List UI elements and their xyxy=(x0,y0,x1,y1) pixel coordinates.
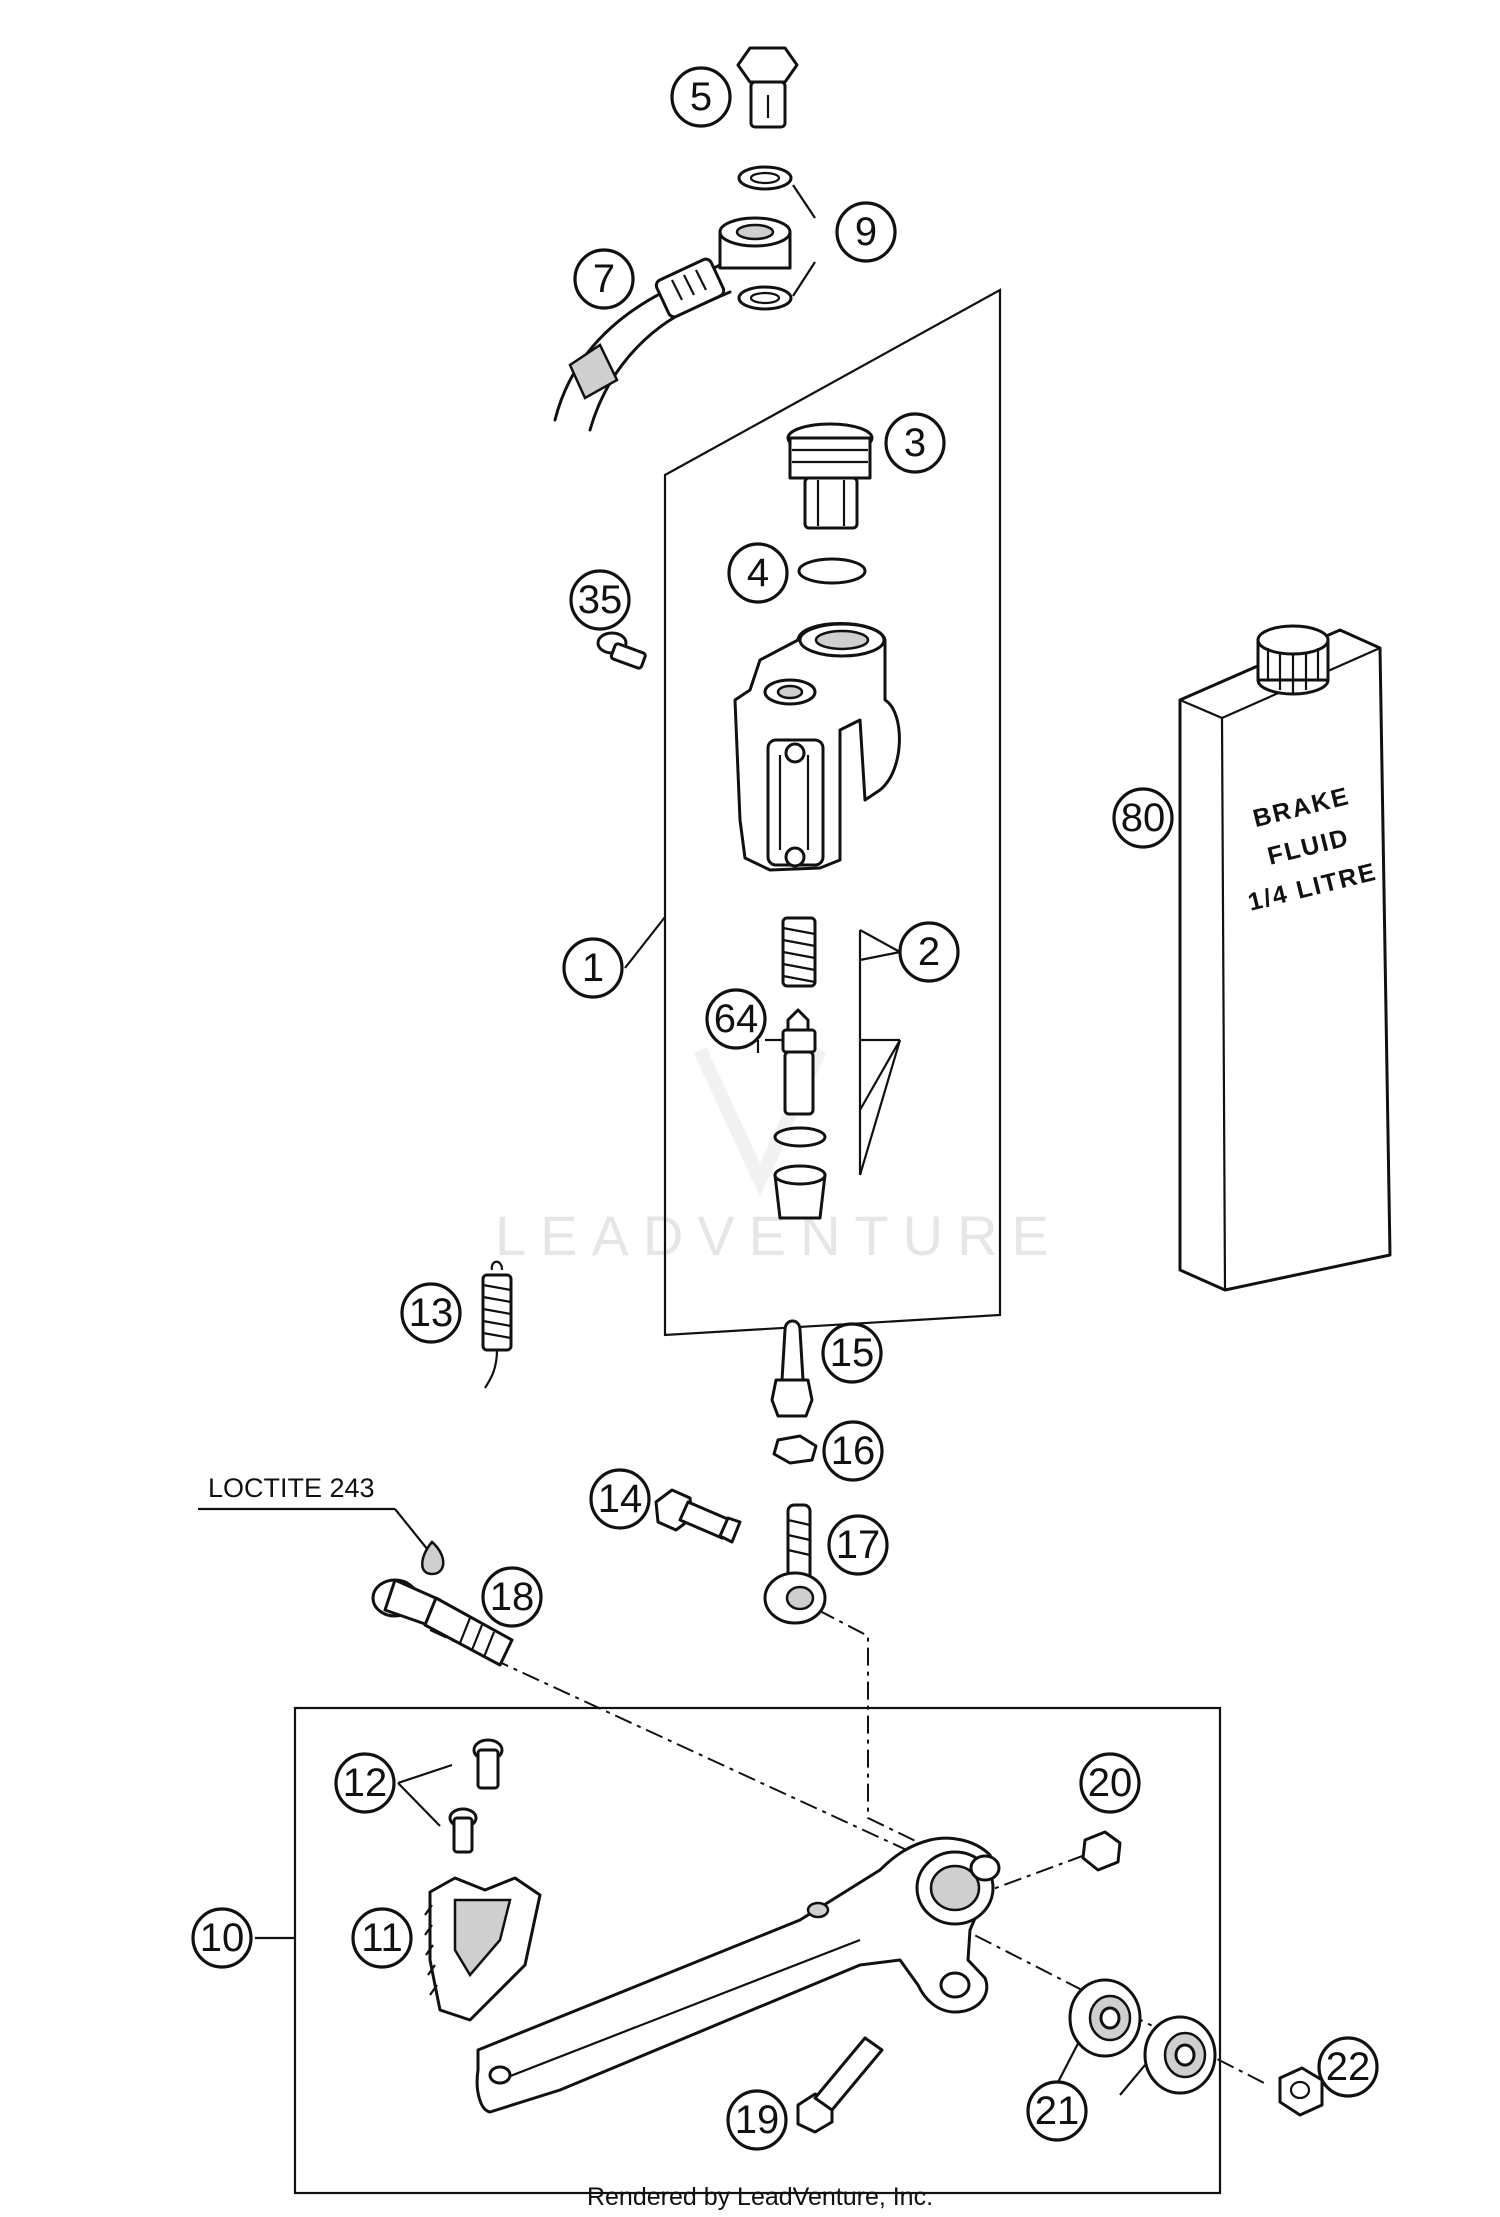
svg-text:64: 64 xyxy=(714,997,759,1041)
sealing-washer-icon xyxy=(737,165,793,311)
watermark-text: LEADVENTURE xyxy=(495,1204,1063,1267)
pivot-bolt-icon xyxy=(654,1488,742,1544)
callout-14[interactable]: 14 xyxy=(589,1468,651,1530)
o-ring-icon xyxy=(797,557,867,585)
piston-kit-icon xyxy=(773,916,827,1220)
return-spring-icon xyxy=(481,1260,513,1389)
svg-text:20: 20 xyxy=(1088,1761,1133,1805)
svg-text:7: 7 xyxy=(593,257,615,301)
svg-text:80: 80 xyxy=(1121,796,1166,840)
callout-80[interactable]: 80 xyxy=(1112,787,1174,849)
callout-35[interactable]: 35 xyxy=(569,569,631,631)
svg-text:13: 13 xyxy=(409,1291,454,1335)
svg-text:12: 12 xyxy=(343,1761,388,1805)
leader-lines xyxy=(198,184,1146,2096)
callout-13[interactable]: 13 xyxy=(400,1282,462,1344)
callout-5[interactable]: 5 xyxy=(670,66,732,128)
bearings-icon xyxy=(1068,1978,1217,2095)
svg-text:15: 15 xyxy=(830,1331,875,1375)
brake-fluid-bottle-icon: BRAKE FLUID 1/4 LITRE xyxy=(1178,624,1392,1292)
callout-3[interactable]: 3 xyxy=(884,412,946,474)
callout-4[interactable]: 4 xyxy=(727,542,789,604)
svg-text:1: 1 xyxy=(582,946,604,990)
callout-16[interactable]: 16 xyxy=(822,1420,884,1482)
callout-7[interactable]: 7 xyxy=(573,248,635,310)
callout-9[interactable]: 9 xyxy=(835,201,897,263)
master-cylinder-frame xyxy=(663,288,1002,1337)
svg-text:5: 5 xyxy=(690,75,712,119)
callout-10[interactable]: 10 xyxy=(191,1907,253,1969)
svg-text:19: 19 xyxy=(735,2098,780,2142)
callout-15[interactable]: 15 xyxy=(821,1322,883,1384)
svg-text:11: 11 xyxy=(361,1916,403,1960)
brake-line-icon xyxy=(553,216,792,432)
assembly-axis-lines xyxy=(429,1609,1269,2086)
loctite-note: LOCTITE 243 xyxy=(208,1473,445,1576)
callout-2[interactable]: 2 xyxy=(898,921,960,983)
svg-text:22: 22 xyxy=(1326,2045,1371,2089)
callout-17[interactable]: 17 xyxy=(827,1514,889,1576)
svg-text:21: 21 xyxy=(1035,2089,1080,2133)
flange-nut-icon xyxy=(1081,1830,1122,1872)
callout-64[interactable]: 64 xyxy=(705,988,767,1050)
callout-11[interactable]: 11 xyxy=(351,1907,413,1969)
svg-text:17: 17 xyxy=(836,1523,881,1567)
svg-text:9: 9 xyxy=(855,210,877,254)
svg-text:4: 4 xyxy=(747,551,769,595)
svg-text:3: 3 xyxy=(904,421,926,465)
screw-icon xyxy=(596,631,647,670)
svg-text:18: 18 xyxy=(490,1575,535,1619)
loctite-label: LOCTITE 243 xyxy=(208,1473,375,1503)
callout-20[interactable]: 20 xyxy=(1079,1752,1141,1814)
push-rod-icon xyxy=(770,1319,814,1418)
callout-12[interactable]: 12 xyxy=(334,1752,396,1814)
brake-pedal-icon xyxy=(475,1836,1001,2114)
master-cylinder-body-icon xyxy=(733,622,901,872)
pedal-assembly-frame xyxy=(293,1706,1222,2195)
long-bolt-icon xyxy=(371,1578,514,1667)
callout-1[interactable]: 1 xyxy=(562,937,624,999)
axle-nut-icon xyxy=(1278,2066,1324,2117)
pedal-stop-bolt-icon xyxy=(796,2036,884,2134)
svg-text:35: 35 xyxy=(578,578,623,622)
callout-21[interactable]: 21 xyxy=(1026,2080,1088,2142)
hex-nut-icon xyxy=(772,1434,818,1465)
svg-text:2: 2 xyxy=(918,930,940,974)
svg-text:14: 14 xyxy=(598,1477,643,1521)
step-screws-icon xyxy=(448,1738,504,1854)
banjo-bolt-icon xyxy=(736,46,799,129)
svg-text:16: 16 xyxy=(831,1429,876,1473)
callout-18[interactable]: 18 xyxy=(481,1566,543,1628)
reservoir-cap-icon xyxy=(786,422,874,530)
callout-19[interactable]: 19 xyxy=(726,2089,788,2151)
svg-text:10: 10 xyxy=(200,1916,245,1960)
credit-text: Rendered by LeadVenture, Inc. xyxy=(587,2183,933,2211)
pedal-step-icon xyxy=(424,1876,542,2022)
callout-22[interactable]: 22 xyxy=(1317,2036,1379,2098)
clevis-eye-icon xyxy=(763,1503,827,1625)
